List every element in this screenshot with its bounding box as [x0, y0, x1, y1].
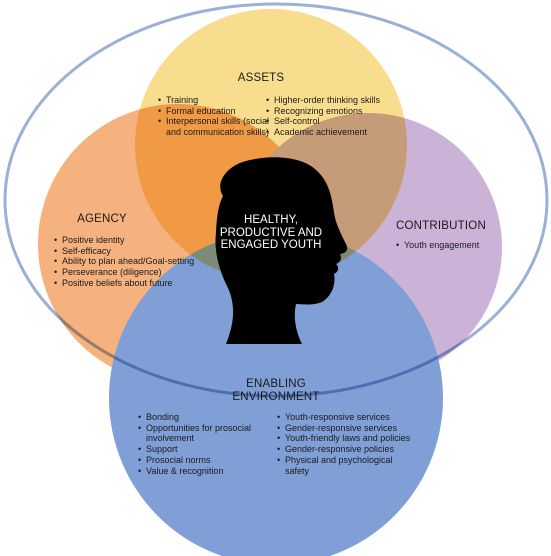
enabling-list-right: Youth-responsive services Gender-respons…	[277, 412, 419, 476]
list-item: Interpersonal skills (social and communi…	[158, 116, 270, 137]
list-item: Youth-responsive services	[277, 412, 419, 423]
list-item: Physical and psychological safety	[277, 455, 419, 476]
head-silhouette	[215, 157, 348, 344]
list-item: Positive identity	[54, 235, 214, 246]
list-item: Youth-friendly laws and policies	[277, 433, 419, 444]
agency-title: AGENCY	[77, 213, 127, 225]
list-item: Formal education	[158, 106, 270, 117]
list-item: Perseverance (diligence)	[54, 267, 214, 278]
contribution-title: CONTRIBUTION	[396, 220, 486, 232]
list-item: Prosocial norms	[138, 455, 274, 466]
assets-list-left: Training Formal education Interpersonal …	[158, 95, 270, 138]
list-item: Training	[158, 95, 270, 106]
list-item: Recognizing emotions	[266, 106, 396, 117]
enabling-list-left: Bonding Opportunities for prosocial invo…	[138, 412, 274, 476]
list-item: Youth engagement	[396, 240, 496, 251]
list-item: Gender-responsive policies	[277, 444, 419, 455]
enabling-environment-title: ENABLING ENVIRONMENT	[206, 378, 346, 404]
list-item: Academic achievement	[266, 127, 396, 138]
list-item: Positive beliefs about future	[54, 278, 214, 289]
enabling-title-line: ENVIRONMENT	[232, 391, 320, 403]
center-title-line: ENGAGED YOUTH	[220, 239, 322, 252]
list-item: Higher-order thinking skills	[266, 95, 396, 106]
list-item: Bonding	[138, 412, 274, 423]
center-title: HEALTHY, PRODUCTIVE AND ENGAGED YOUTH	[206, 214, 336, 252]
list-item: Opportunities for prosocial involvement	[138, 423, 274, 444]
enabling-title-line: ENABLING	[246, 378, 306, 390]
list-item: Ability to plan ahead/Goal-setting	[54, 256, 214, 267]
agency-list: Positive identity Self-efficacy Ability …	[54, 235, 214, 289]
assets-list-right: Higher-order thinking skills Recognizing…	[266, 95, 396, 138]
list-item: Value & recognition	[138, 466, 274, 477]
center-title-line: HEALTHY,	[244, 214, 298, 226]
list-item: Support	[138, 444, 274, 455]
list-item: Self-control	[266, 116, 396, 127]
contribution-list: Youth engagement	[396, 240, 496, 251]
list-item: Self-efficacy	[54, 246, 214, 257]
list-item: Gender-responsive services	[277, 423, 419, 434]
assets-title: ASSETS	[237, 72, 285, 84]
center-title-line: PRODUCTIVE AND	[219, 226, 323, 239]
